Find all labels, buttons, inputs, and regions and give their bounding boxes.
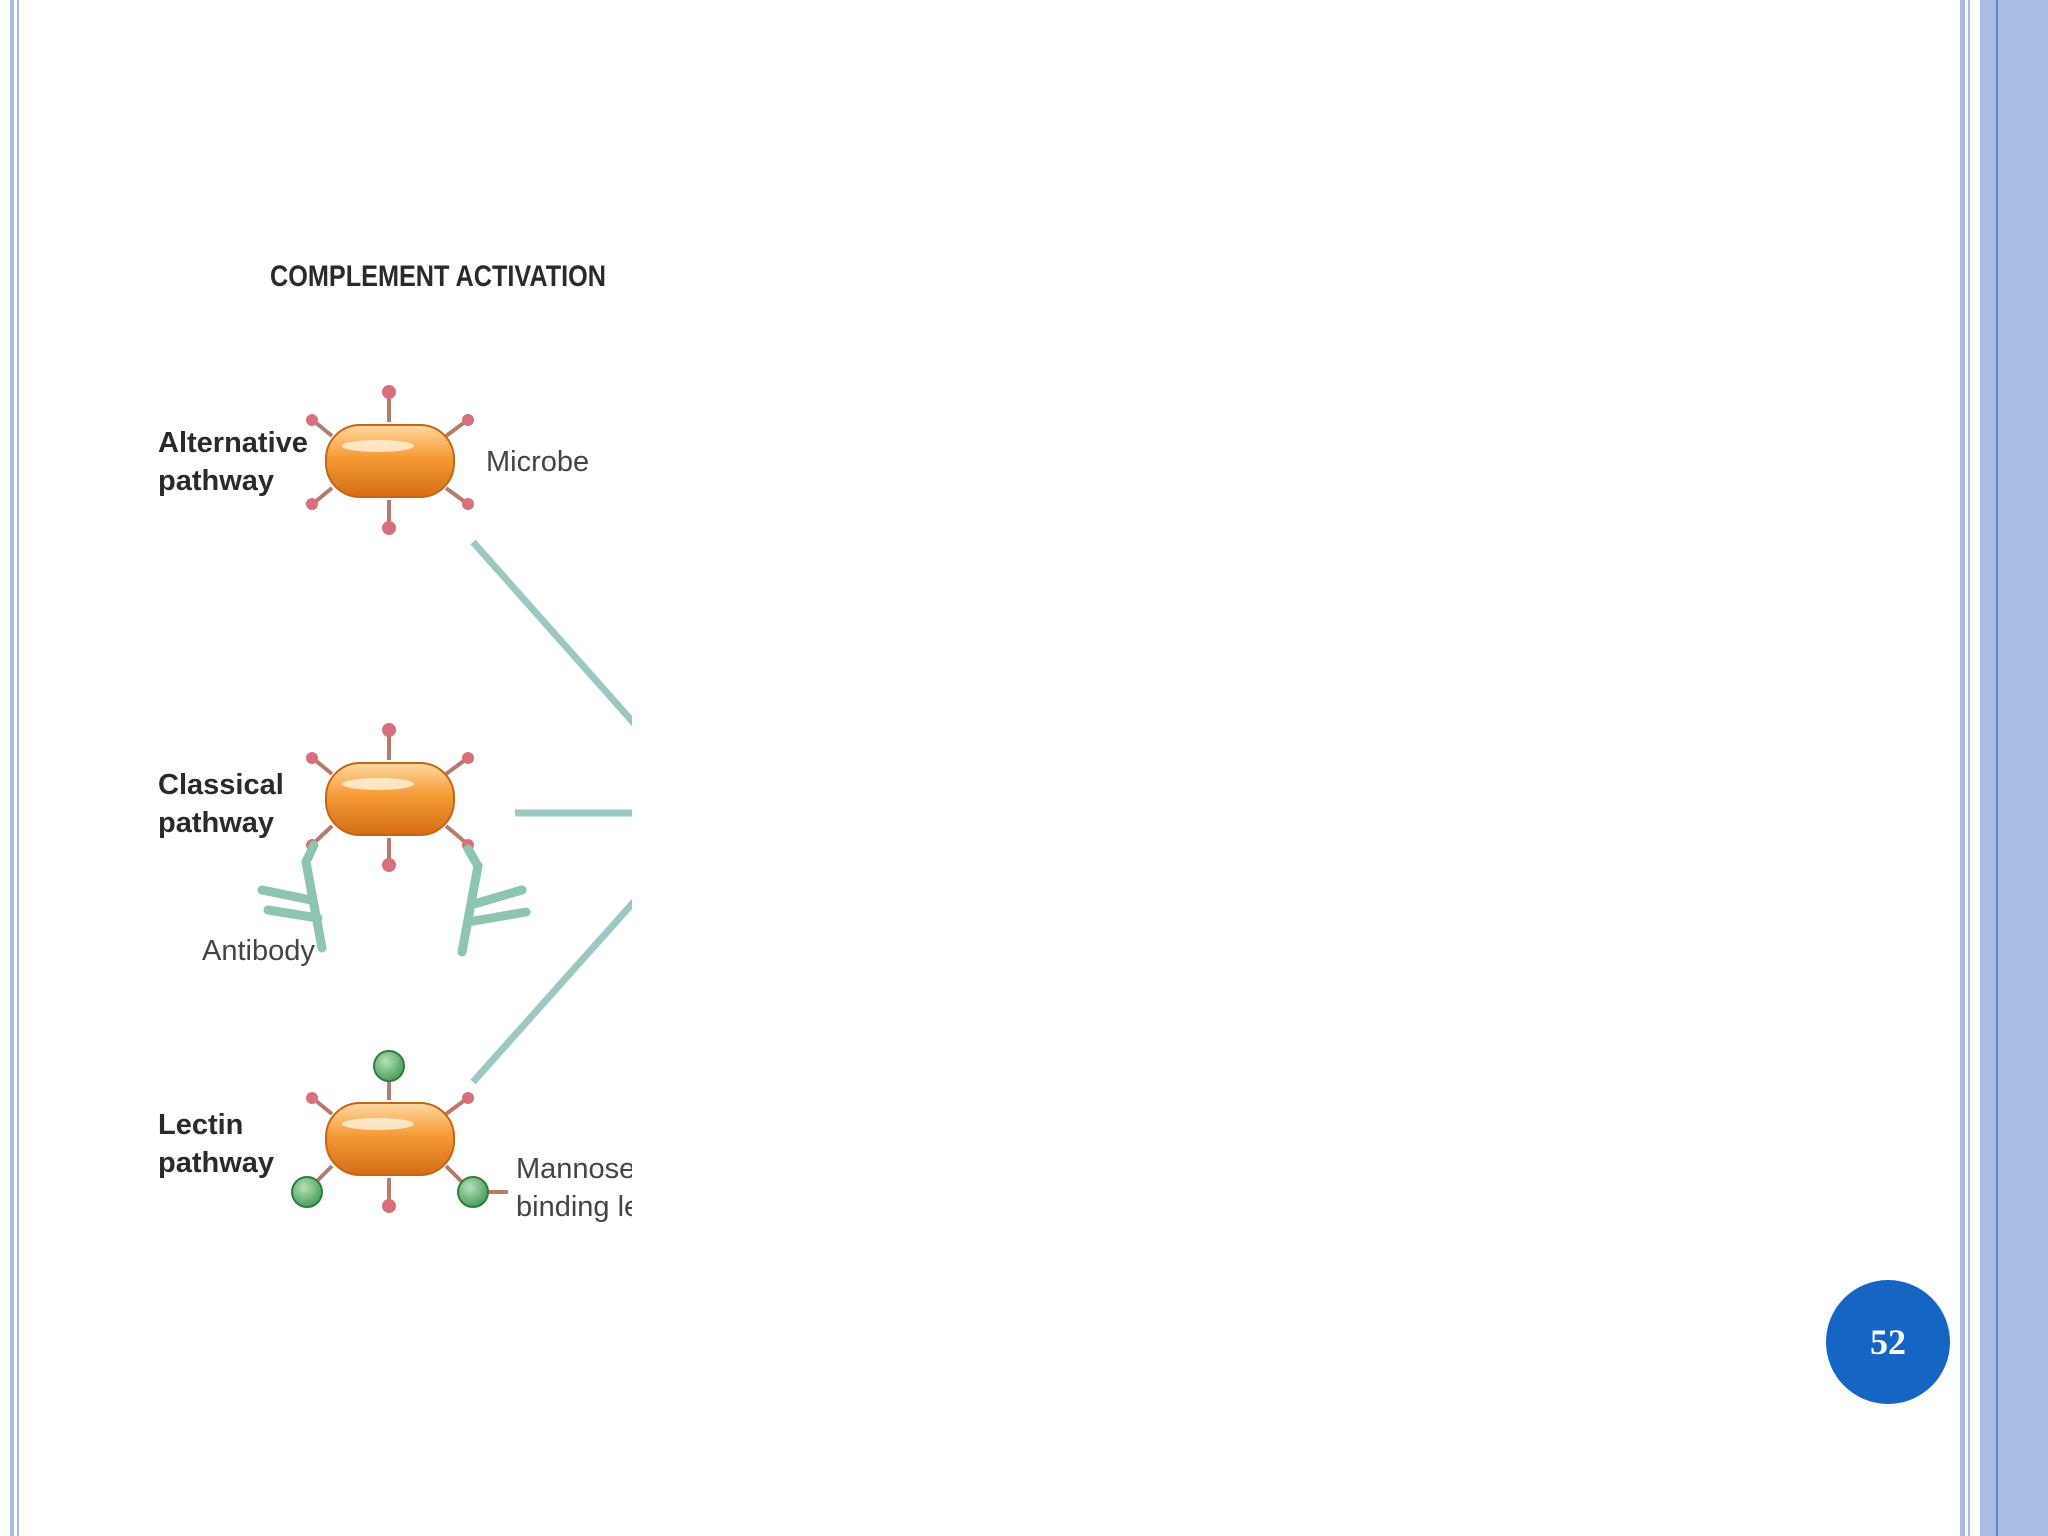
connector-alternative	[470, 539, 632, 727]
page-number: 52	[1870, 1322, 1906, 1362]
slide-border-left-inner	[17, 0, 19, 1536]
figure-title: COMPLEMENT ACTIVATION	[270, 260, 606, 293]
mbl-label-line2: binding lec	[516, 1191, 655, 1223]
classical-label-line2: pathway	[158, 807, 274, 839]
antibody-left	[257, 840, 327, 953]
slide-border-right-stripe	[1996, 0, 1998, 1536]
classical-label-line1: Classical	[158, 769, 284, 801]
page-number-badge: 52	[1826, 1280, 1950, 1404]
mbl-label-line1: Mannose-	[516, 1153, 645, 1185]
alternative-label-line1: Alternative	[158, 427, 308, 459]
slide-border-right-band	[1980, 0, 2048, 1536]
lectin-label-line1: Lectin	[158, 1109, 243, 1141]
alternative-label-line2: pathway	[158, 465, 274, 497]
microbe-lectin	[291, 1050, 508, 1213]
slide-border-right-inner-2	[1968, 0, 1970, 1536]
microbe-label: Microbe	[486, 446, 589, 478]
microbe-alternative	[306, 385, 474, 535]
antibody-label: Antibody	[202, 935, 315, 967]
antibody-right	[457, 844, 531, 957]
microbe-classical	[306, 723, 474, 872]
lectin-label-line2: pathway	[158, 1147, 274, 1179]
connector-lectin	[470, 898, 632, 1085]
slide-border-right-inner	[1960, 0, 1965, 1536]
slide-border-left	[10, 0, 14, 1536]
